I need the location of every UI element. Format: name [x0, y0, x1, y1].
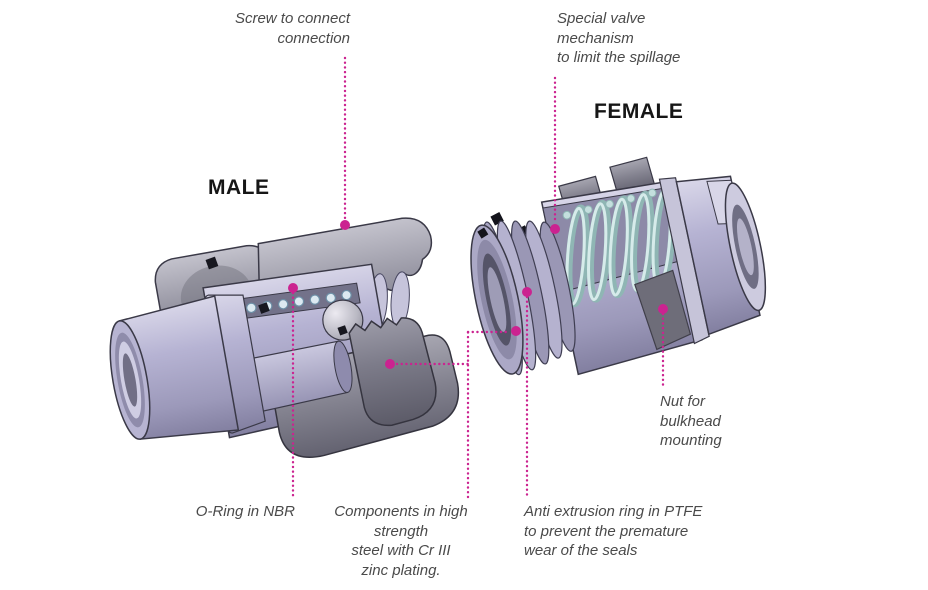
label-anti-extrusion: Anti extrusion ring in PTFE to prevent t… [524, 503, 703, 559]
leader-dots [288, 220, 668, 369]
leader-lines [291, 56, 665, 499]
leader-dot-screw [340, 220, 350, 230]
heading-female: FEMALE [594, 100, 684, 123]
label-nut: Nut for bulkhead mounting [660, 393, 722, 449]
leader-dot-components-female [511, 326, 521, 336]
label-special-valve: Special valve mechanism to limit the spi… [557, 10, 681, 66]
female-spring-top-coils [562, 188, 657, 220]
label-screw-to-connect: Screw to connect connection [234, 10, 350, 47]
female-nose-inner [487, 267, 507, 332]
leader-dot-anti-extrusion [522, 287, 532, 297]
leader-dot-special-valve [550, 224, 560, 234]
female-coupling-illustration [470, 156, 767, 376]
heading-male: MALE [208, 176, 270, 199]
female-nose-seal [477, 227, 489, 239]
male-steel-block [348, 317, 437, 427]
male-coupling-illustration [109, 217, 460, 459]
leader-dot-nut [658, 304, 668, 314]
label-oring: O-Ring in NBR [195, 503, 295, 520]
male-inner-tube-end [333, 340, 353, 393]
leader-dot-oring [288, 283, 298, 293]
female-step-ring [658, 177, 710, 345]
female-right-sleeve [675, 175, 761, 336]
female-right-inner [736, 218, 754, 276]
male-face-bore [122, 353, 138, 407]
male-seals [205, 256, 348, 336]
leader-dot-components-male [385, 359, 395, 369]
label-components: Components in high strength steel with C… [334, 503, 468, 579]
